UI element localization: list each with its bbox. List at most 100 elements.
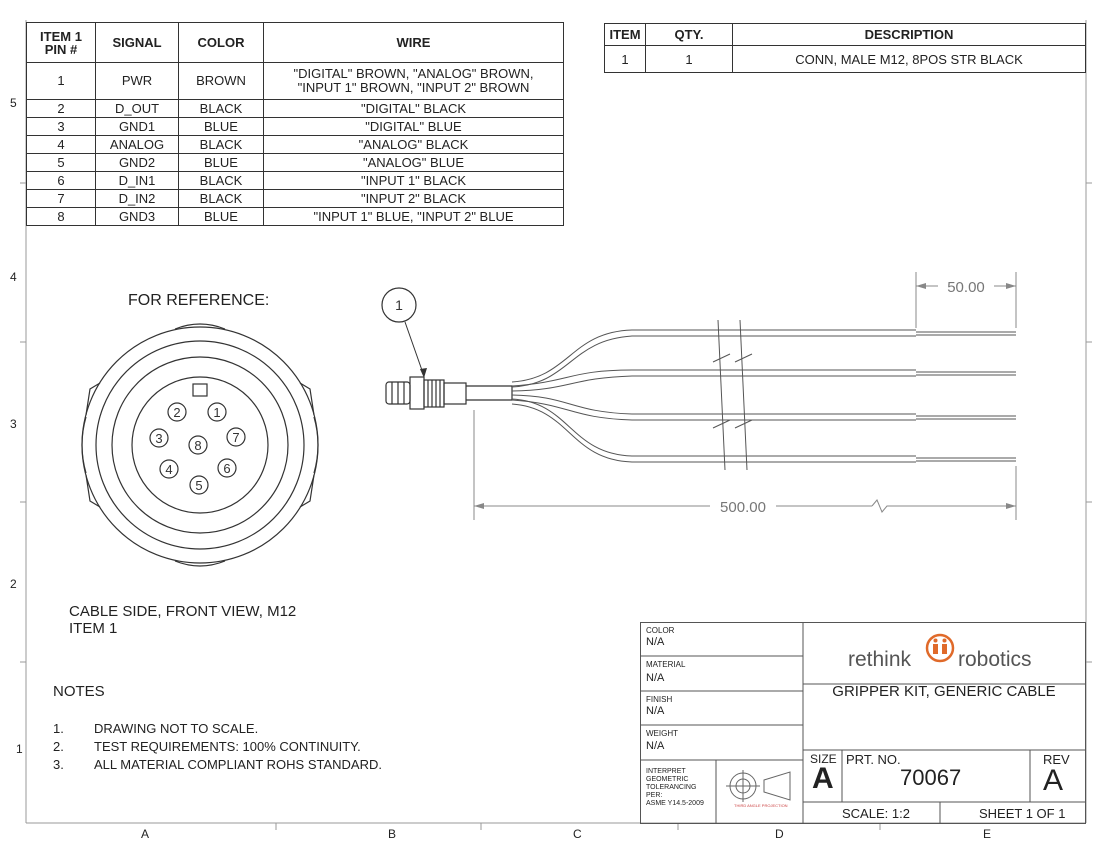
table-row: 6 D_IN1 BLACK "INPUT 1" BLACK xyxy=(26,171,564,190)
material-value: N/A xyxy=(646,672,665,684)
stripped-ends xyxy=(916,331,1016,462)
sheet-text: SHEET 1 OF 1 xyxy=(979,806,1066,821)
logo-robotics: robotics xyxy=(958,648,1032,671)
note-text: DRAWING NOT TO SCALE. xyxy=(94,721,259,736)
pin-table: ITEM 1 PIN # SIGNAL COLOR WIRE 1 PWR BRO… xyxy=(26,22,564,226)
cell-signal: D_IN1 xyxy=(95,171,179,190)
cell-signal: GND3 xyxy=(95,207,179,226)
table-row: 2 D_OUT BLACK "DIGITAL" BLACK xyxy=(26,99,564,118)
cell-pin: 7 xyxy=(26,189,96,208)
finish-value: N/A xyxy=(646,705,665,717)
scale-text: SCALE: 1:2 xyxy=(842,806,910,821)
table-row: 4 ANALOG BLACK "ANALOG" BLACK xyxy=(26,135,564,154)
pin-label: 7 xyxy=(232,430,239,445)
cell-color: BLUE xyxy=(178,207,264,226)
bom-cell-qty: 1 xyxy=(645,45,733,73)
cell-color: BLACK xyxy=(178,171,264,190)
header-pin-line1: ITEM 1 xyxy=(40,28,82,44)
part-no-label: PRT. NO. xyxy=(846,752,901,767)
note-text: TEST REQUIREMENTS: 100% CONTINUITY. xyxy=(94,739,361,754)
bom-header-item: ITEM xyxy=(604,23,646,46)
gdt-line: TOLERANCING xyxy=(646,784,697,791)
dim-strip-length: 50.00 xyxy=(947,279,985,296)
third-angle-projection-icon xyxy=(726,770,791,802)
m12-connector-front-view: 1 2 3 4 5 6 7 8 xyxy=(81,323,319,567)
header-wire: WIRE xyxy=(263,22,564,63)
cell-pin: 3 xyxy=(26,117,96,136)
cell-wire: "DIGITAL" BROWN, "ANALOG" BROWN, "INPUT … xyxy=(263,62,564,100)
cell-color: BLACK xyxy=(178,99,264,118)
cell-signal: D_IN2 xyxy=(95,189,179,208)
color-value: N/A xyxy=(646,636,665,648)
note-text: ALL MATERIAL COMPLIANT ROHS STANDARD. xyxy=(94,757,382,772)
reference-caption-line2: ITEM 1 xyxy=(69,620,118,637)
table-row: 1 PWR BROWN "DIGITAL" BROWN, "ANALOG" BR… xyxy=(26,62,564,100)
note-num: 3. xyxy=(53,757,64,772)
pin-table-header: ITEM 1 PIN # SIGNAL COLOR WIRE xyxy=(26,22,564,63)
projection-label: THIRD ANGLE PROJECTION xyxy=(734,803,788,808)
cell-color: BROWN xyxy=(178,62,264,100)
cable-wires xyxy=(511,329,916,463)
cell-pin: 2 xyxy=(26,99,96,118)
cell-wire: "ANALOG" BLUE xyxy=(263,153,564,172)
bom-cell-item: 1 xyxy=(604,45,646,73)
rev-label: REV xyxy=(1043,752,1070,767)
zone-col-c: C xyxy=(573,827,582,841)
zone-row-4: 4 xyxy=(10,270,17,284)
item-balloon xyxy=(381,287,417,323)
cell-wire: "DIGITAL" BLACK xyxy=(263,99,564,118)
gdt-line: ASME Y14.5-2009 xyxy=(646,800,704,807)
part-no-value: 70067 xyxy=(900,765,962,790)
title-block-frame xyxy=(640,622,1086,824)
cell-color: BLUE xyxy=(178,117,264,136)
rev-value: A xyxy=(1043,764,1064,797)
table-row: 7 D_IN2 BLACK "INPUT 2" BLACK xyxy=(26,189,564,208)
table-row: 5 GND2 BLUE "ANALOG" BLUE xyxy=(26,153,564,172)
cell-wire: "ANALOG" BLACK xyxy=(263,135,564,154)
break-marks xyxy=(712,319,753,471)
gdt-line: GEOMETRIC xyxy=(646,776,689,783)
cell-signal: GND1 xyxy=(95,117,179,136)
dimension-lines xyxy=(473,272,1017,520)
cell-wire-line2: "INPUT 1" BROWN, "INPUT 2" BROWN xyxy=(297,80,530,95)
connector-body xyxy=(385,376,513,410)
cell-wire: "INPUT 2" BLACK xyxy=(263,189,564,208)
zone-col-d: D xyxy=(775,827,784,841)
note-num: 1. xyxy=(53,721,64,736)
cell-color: BLUE xyxy=(178,153,264,172)
header-signal: SIGNAL xyxy=(95,22,179,63)
gdt-note: INTERPRET GEOMETRIC TOLERANCING PER: ASM… xyxy=(646,768,704,808)
bom-cell-desc: CONN, MALE M12, 8POS STR BLACK xyxy=(732,45,1086,73)
dim-cable-length: 500.00 xyxy=(720,499,766,516)
cell-pin: 1 xyxy=(26,62,96,100)
notes-title: NOTES xyxy=(53,683,105,700)
pin-label: 1 xyxy=(213,405,220,420)
drawing-title: GRIPPER KIT, GENERIC CABLE xyxy=(832,683,1056,700)
reference-title: FOR REFERENCE: xyxy=(128,292,270,309)
finish-label: FINISH xyxy=(646,695,673,704)
cell-wire: "INPUT 1" BLACK xyxy=(263,171,564,190)
pin-label: 6 xyxy=(223,461,230,476)
size-value: A xyxy=(812,762,834,795)
logo-rethink: rethink xyxy=(848,648,912,671)
cell-wire-line1: "DIGITAL" BROWN, "ANALOG" BROWN, xyxy=(293,66,534,81)
table-row: 3 GND1 BLUE "DIGITAL" BLUE xyxy=(26,117,564,136)
header-color: COLOR xyxy=(178,22,264,63)
zone-row-1: 1 xyxy=(16,742,23,756)
cell-signal: PWR xyxy=(95,62,179,100)
cell-signal: ANALOG xyxy=(95,135,179,154)
header-pin: ITEM 1 PIN # xyxy=(26,22,96,63)
weight-label: WEIGHT xyxy=(646,729,678,738)
bom-header-desc: DESCRIPTION xyxy=(732,23,1086,46)
gdt-line: PER: xyxy=(646,792,663,799)
reference-caption-line1: CABLE SIDE, FRONT VIEW, M12 xyxy=(69,603,297,620)
table-row: 1 1 CONN, MALE M12, 8POS STR BLACK xyxy=(604,45,1086,73)
cell-color: BLACK xyxy=(178,189,264,208)
cable-drawing: 1 xyxy=(381,272,1017,520)
bom-header-qty: QTY. xyxy=(645,23,733,46)
cell-pin: 6 xyxy=(26,171,96,190)
pin-label: 2 xyxy=(173,405,180,420)
pin-label: 3 xyxy=(155,431,162,446)
table-row: 8 GND3 BLUE "INPUT 1" BLUE, "INPUT 2" BL… xyxy=(26,207,564,226)
item-balloon-label: 1 xyxy=(395,297,403,313)
